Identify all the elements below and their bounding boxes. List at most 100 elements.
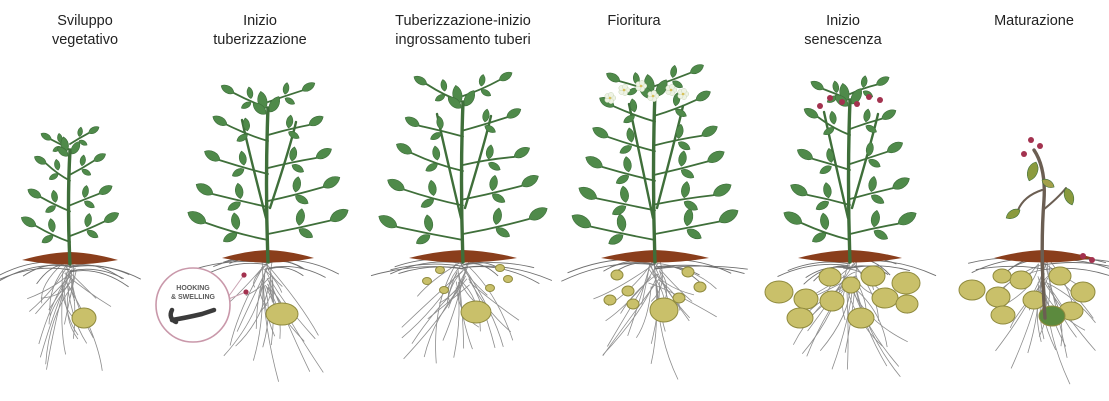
leaf [867,157,882,169]
leaf [79,155,86,167]
stem [849,100,851,262]
tuber [820,291,844,311]
leaf [87,125,100,136]
leaf [219,83,235,97]
berry [1021,151,1027,157]
leaf [84,213,93,228]
leaf [819,212,830,230]
leaf [688,62,705,76]
leaf [81,168,92,177]
stolon [561,264,655,282]
stem [69,150,71,264]
tuber [819,268,841,286]
leaf [890,174,912,192]
leaf [705,148,726,166]
leaf [230,212,241,230]
leaf [54,159,61,171]
tuber [627,299,639,309]
leaf [82,185,90,198]
leaf [376,212,399,231]
leaf [487,160,502,172]
leaf [814,199,830,212]
inset-label-line1: HOOKING [176,285,210,292]
leaf [92,151,107,164]
stem [654,92,656,262]
root [273,288,310,372]
berry [817,103,823,109]
inset-circle [156,268,230,342]
tuber [486,285,495,292]
root [230,270,261,346]
root [253,262,263,360]
leaf [885,139,905,155]
berry [877,97,883,103]
leaf [483,123,497,134]
flower-center [670,89,673,92]
stem [1043,188,1066,210]
stolon [37,265,70,284]
leaf [202,148,222,164]
tuber [673,293,685,303]
leaf [440,79,448,92]
leaf [616,213,628,232]
plant-tuberizzazione [371,70,552,364]
leaf [285,115,294,129]
leaf [863,108,872,122]
tuber [694,282,706,292]
stem [462,102,464,262]
leaf [478,74,486,87]
flower-center [640,85,643,88]
leaf [670,65,678,78]
leaf [818,164,833,176]
leaf [605,70,622,84]
root [847,284,848,370]
berry [1089,257,1095,263]
leaf [678,150,688,167]
leaf [423,214,434,232]
leaf [300,80,316,94]
leaf [868,176,878,193]
leaf [284,96,296,106]
plants-layer [0,62,1109,384]
leaf [19,214,38,230]
inset-label-line2: & SWELLING [171,294,215,301]
tuber [650,298,678,322]
plant-sviluppo [0,125,141,371]
leaf [809,79,825,93]
tuber [72,308,96,328]
leaf [211,113,229,128]
inset-marker-dot [241,272,246,277]
leaf [788,181,810,199]
tuber [496,265,505,272]
leaf [895,209,918,228]
tuber [787,308,813,328]
tuber [872,288,898,308]
leaf [583,153,604,171]
leaf [282,82,290,95]
root [237,267,268,331]
leaf [246,86,254,99]
tuber [993,269,1011,283]
flower-center [682,93,685,96]
leaf [492,207,503,225]
leaf [526,204,549,223]
leaf [880,107,898,122]
leaf [677,140,692,152]
leaf [822,182,832,199]
tuber [848,308,874,328]
berry [1028,137,1034,143]
leaf [781,208,804,227]
tuber [842,277,860,293]
root [267,278,323,372]
berry [839,99,845,105]
leaf [485,144,494,159]
leaf [238,150,247,165]
inset-marker-dot [243,289,248,294]
leaf [875,74,891,88]
berry [827,95,833,101]
flower-center [652,95,655,98]
leaf [870,193,886,206]
leaf [432,145,441,160]
leaf [427,180,437,197]
